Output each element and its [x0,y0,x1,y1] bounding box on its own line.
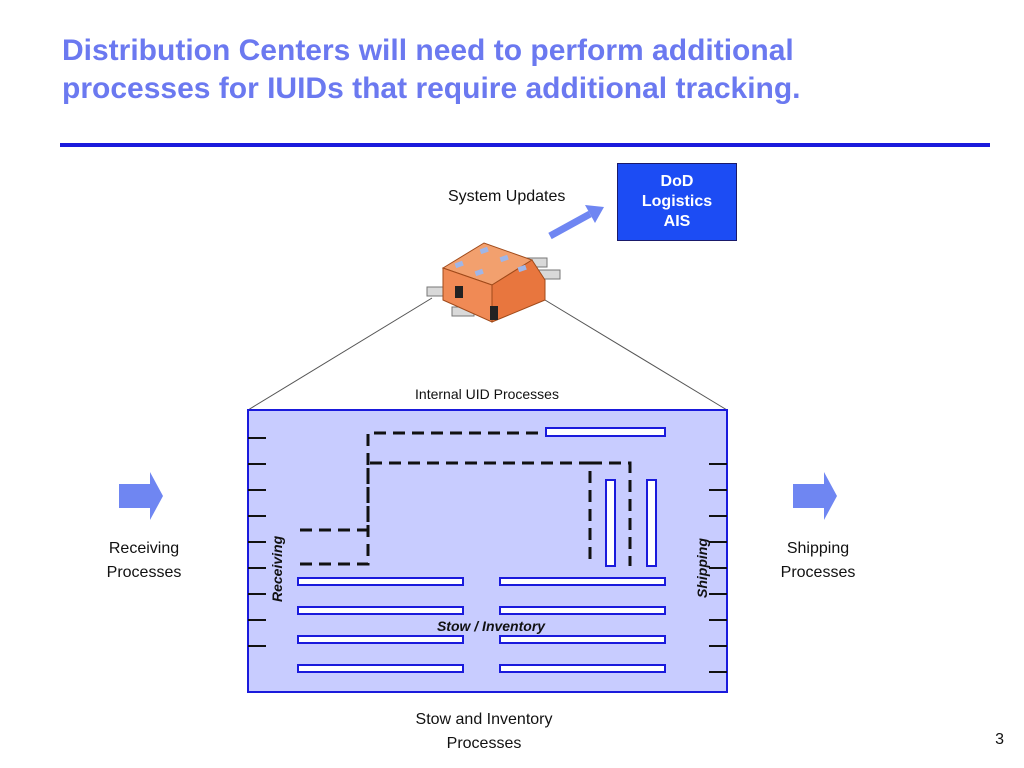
title-line-1: Distribution Centers will need to perfor… [62,34,794,67]
shipping-processes-line-2: Processes [780,564,856,581]
stow-processes-line-2: Processes [446,735,522,752]
receiving-processes-line-2: Processes [106,564,182,581]
block-arrow-right-icon [119,472,163,520]
shipping-processes-line-1: Shipping [786,540,850,557]
stow-processes-line-1: Stow and Inventory [415,711,553,728]
shipping-processes-label: Shipping Processes [758,537,878,585]
perspective-line-right [544,299,728,411]
warehouse-icon [426,242,561,323]
stow-inventory-label: Stow / Inventory [437,618,546,634]
receiving-side-label: Receiving [269,535,285,602]
system-updates-label: System Updates [448,188,566,205]
storage-racks [297,427,666,673]
dod-box-line-2: Logistics [641,193,713,210]
shipping-dock-ticks [709,463,727,673]
diagonal-arrow-icon [548,205,604,240]
dod-logistics-ais-box: DoD Logistics AIS [617,163,737,241]
dashed-flow-paths [300,431,632,566]
shipping-side-label: Shipping [694,538,710,598]
title-divider [60,143,990,147]
block-arrow-right-icon [793,472,837,520]
title-line-2: processes for IUIDs that require additio… [62,72,801,105]
receiving-processes-label: Receiving Processes [84,537,204,585]
receiving-processes-line-1: Receiving [108,540,180,557]
internal-uid-header: Internal UID Processes [415,386,559,402]
dod-box-line-3: AIS [663,213,691,230]
receiving-dock-ticks [248,437,266,647]
dod-box-line-1: DoD [660,173,694,190]
stow-inventory-processes-label: Stow and Inventory Processes [384,708,584,756]
perspective-line-left [247,297,433,411]
page-number: 3 [995,731,1004,748]
slide-title: Distribution Centers will need to perfor… [62,32,962,108]
